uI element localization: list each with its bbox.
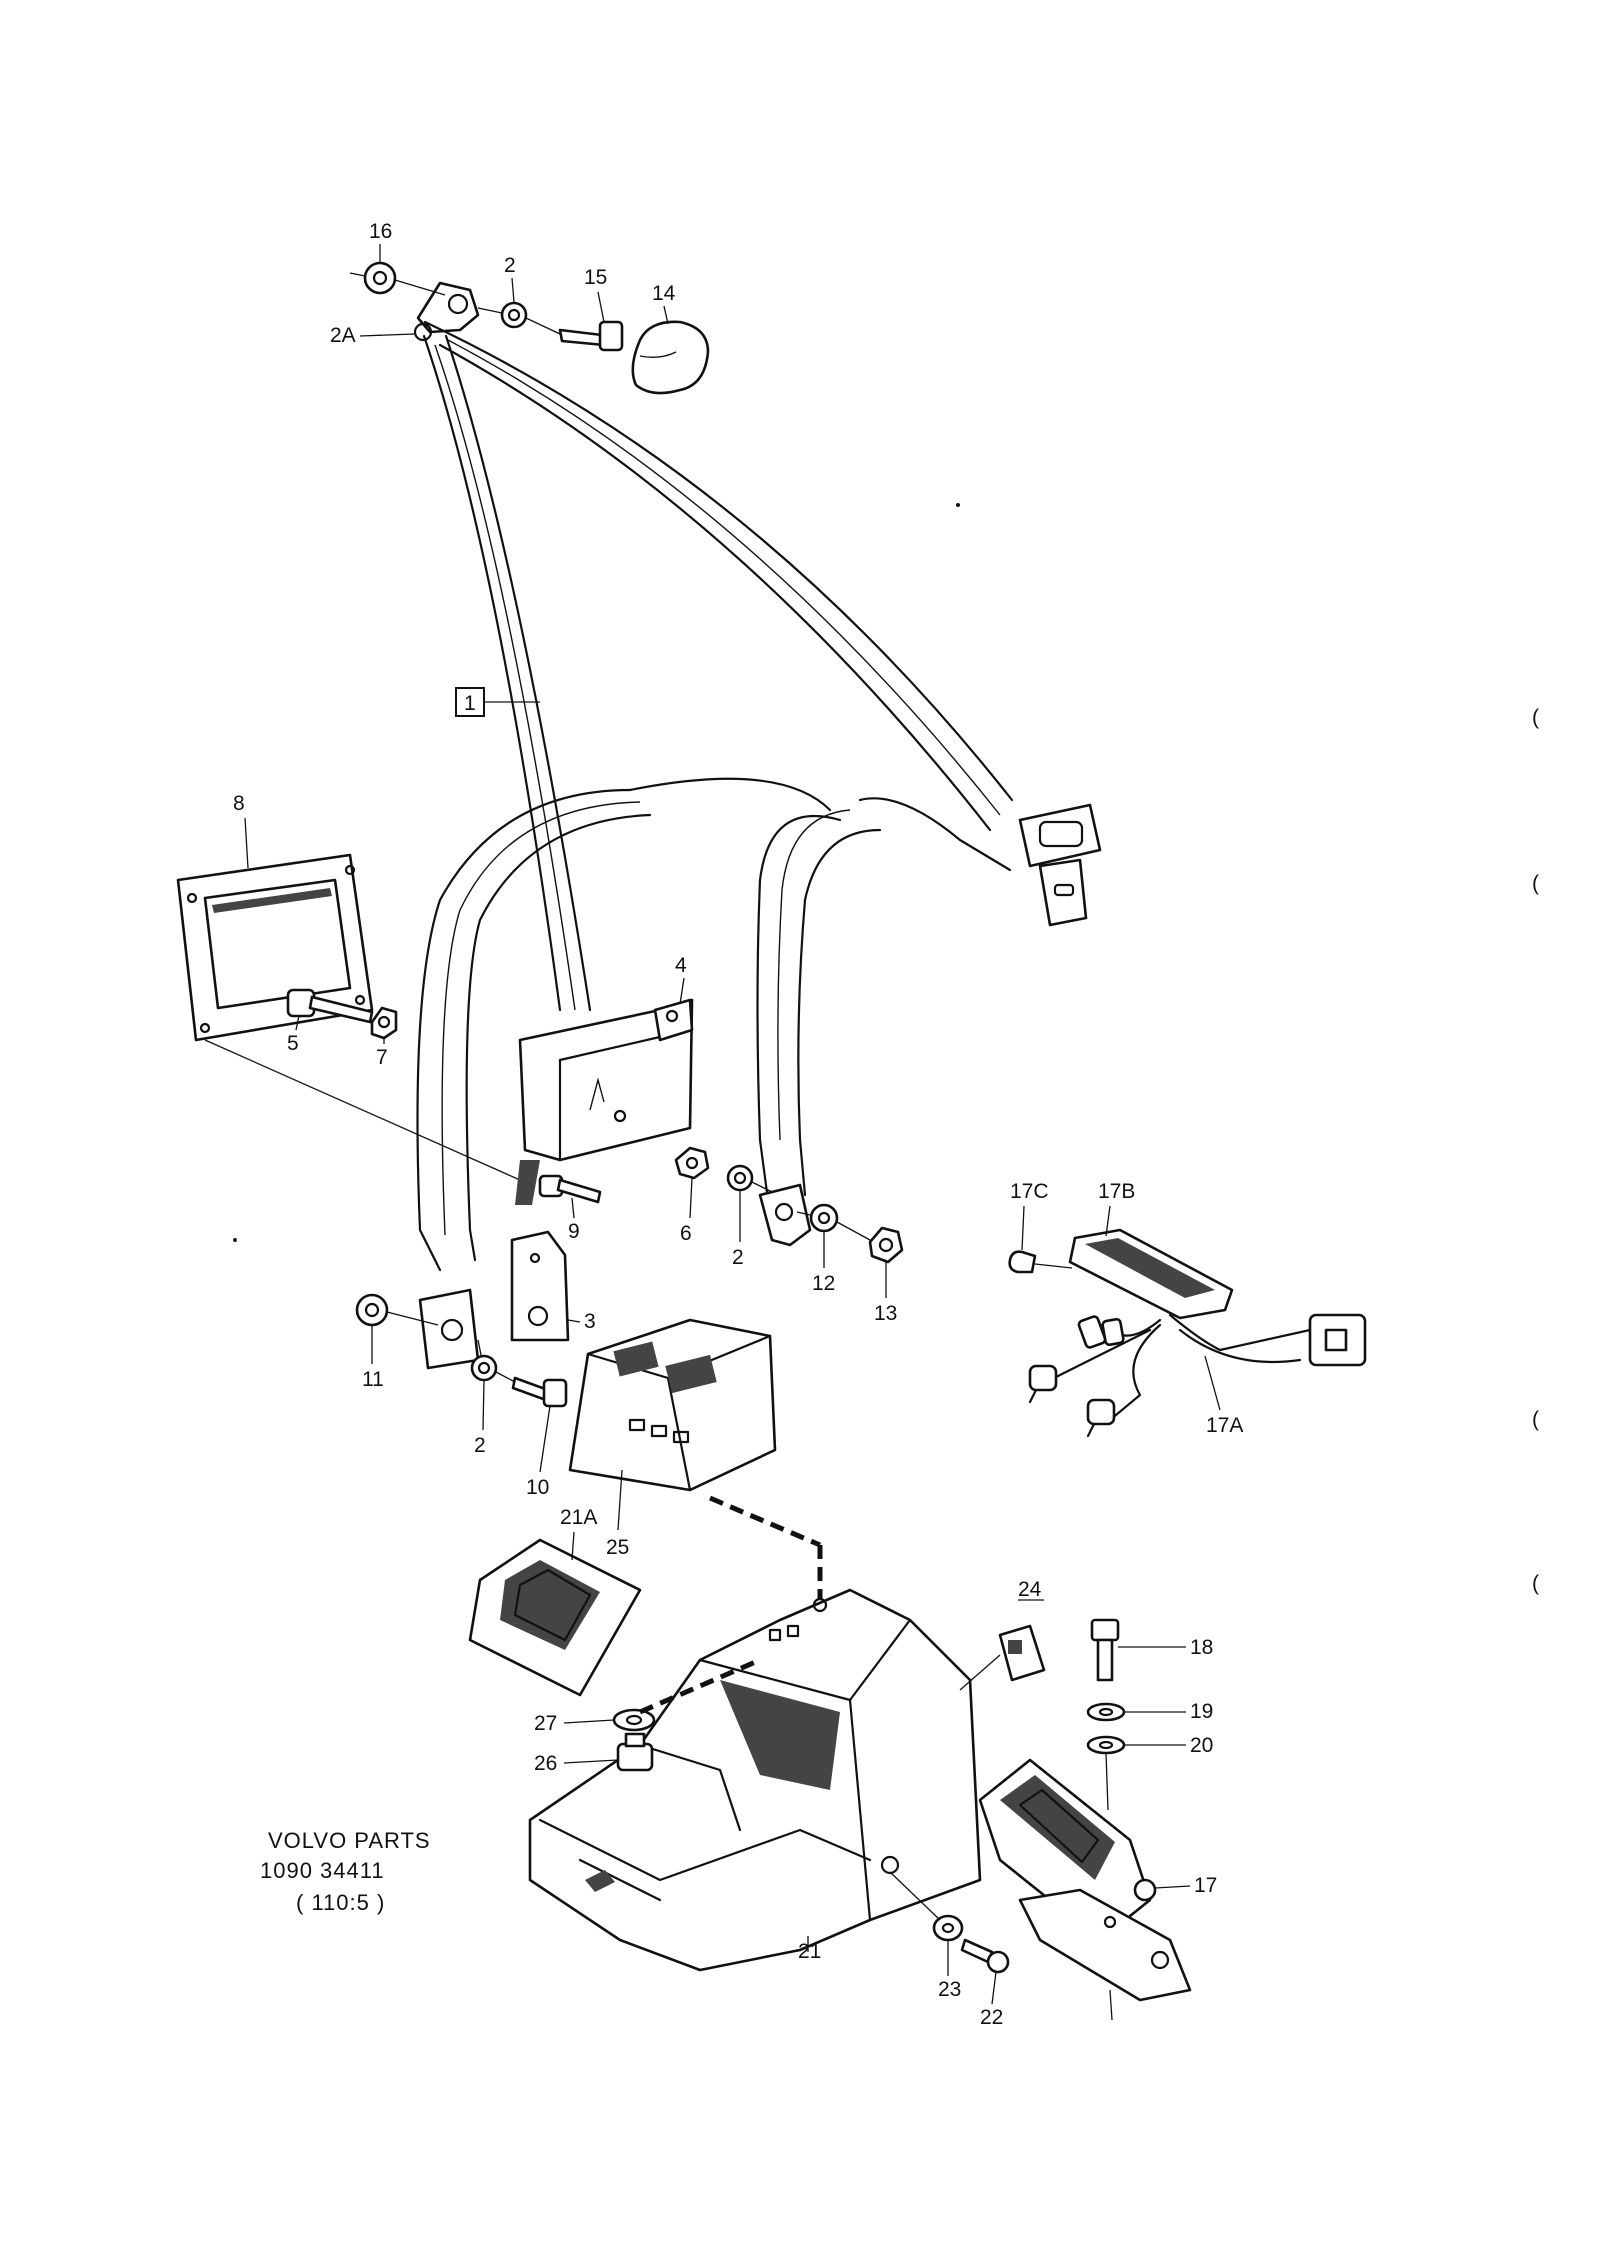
callout-9: 9 bbox=[568, 1220, 580, 1243]
washer-11 bbox=[355, 1293, 439, 1327]
callout-5: 5 bbox=[287, 1032, 299, 1055]
margin-mark: ( bbox=[1532, 1408, 1539, 1431]
lower-left-anchor bbox=[418, 1288, 483, 1370]
callout-19: 19 bbox=[1190, 1700, 1213, 1723]
callout-15: 15 bbox=[584, 266, 607, 289]
callout-2A: 2A bbox=[330, 324, 356, 347]
washer-12 bbox=[796, 1203, 839, 1233]
washer-2-top bbox=[477, 301, 528, 329]
caption-ref: ( 110:5 ) bbox=[296, 1890, 385, 1915]
callout-10: 10 bbox=[526, 1476, 549, 1499]
callout-16: 16 bbox=[369, 220, 392, 243]
screw-18 bbox=[1090, 1618, 1120, 1682]
callout-12: 12 bbox=[812, 1272, 835, 1295]
lower-right-anchor bbox=[758, 1183, 812, 1247]
callout-21: 21 bbox=[798, 1940, 821, 1963]
stray-dot bbox=[956, 503, 960, 507]
belt-webbing bbox=[416, 320, 1014, 1272]
callout-26: 26 bbox=[534, 1752, 557, 1775]
callout-14: 14 bbox=[652, 282, 676, 305]
callout-4: 4 bbox=[675, 954, 687, 977]
caption-brand: VOLVO PARTS bbox=[268, 1828, 431, 1853]
callout-17: 17 bbox=[1194, 1874, 1217, 1897]
nut-7 bbox=[370, 1006, 398, 1040]
wiring-harness-17A bbox=[1028, 1313, 1367, 1438]
callout-20: 20 bbox=[1190, 1734, 1213, 1757]
callout-21A: 21A bbox=[560, 1506, 597, 1529]
washer-19 bbox=[1086, 1702, 1126, 1722]
caption-number: 1090 34411 bbox=[260, 1858, 385, 1883]
callout-27: 27 bbox=[534, 1712, 557, 1735]
bolt-9 bbox=[538, 1174, 602, 1204]
callout-22: 22 bbox=[980, 2006, 1003, 2029]
callout-17B: 17B bbox=[1098, 1180, 1135, 1203]
callout-13: 13 bbox=[874, 1302, 897, 1325]
margin-mark: ( bbox=[1532, 872, 1539, 895]
washer-2-lower bbox=[470, 1354, 498, 1382]
callout-2: 2 bbox=[504, 254, 516, 277]
callout-6: 6 bbox=[680, 1222, 692, 1245]
callout-18: 18 bbox=[1190, 1636, 1213, 1659]
bolt-10 bbox=[495, 1371, 568, 1408]
bolt-15 bbox=[525, 317, 624, 352]
stray-dot bbox=[233, 1238, 237, 1242]
bulb-17C bbox=[1008, 1250, 1073, 1274]
callout-2-right: 2 bbox=[732, 1246, 744, 1269]
trim-frame-8 bbox=[176, 853, 374, 1042]
trim-insert-21A bbox=[468, 1538, 642, 1697]
callout-17A: 17A bbox=[1206, 1414, 1243, 1437]
nut-13 bbox=[836, 1221, 904, 1264]
callout-24: 24 bbox=[1018, 1578, 1042, 1601]
cover-cap-14 bbox=[631, 320, 710, 395]
part-number-caption: VOLVO PARTS 1090 34411 ( 110:5 ) bbox=[260, 1828, 431, 1915]
callout-25: 25 bbox=[606, 1536, 629, 1559]
callout-8: 8 bbox=[233, 792, 245, 815]
upper-anchor-bracket bbox=[413, 281, 480, 342]
buckle-cover-25 bbox=[568, 1318, 823, 1600]
callout-17C: 17C bbox=[1010, 1180, 1049, 1203]
nut-6 bbox=[674, 1146, 710, 1180]
margin-mark: ( bbox=[1532, 706, 1539, 729]
buckle-tongue bbox=[1018, 803, 1102, 927]
margin-mark: ( bbox=[1532, 1572, 1539, 1595]
callout-11: 11 bbox=[362, 1368, 384, 1391]
callout-7: 7 bbox=[376, 1046, 388, 1069]
callout-2-lower: 2 bbox=[474, 1434, 486, 1457]
washer-20 bbox=[1086, 1735, 1126, 1811]
retractor-housing-4 bbox=[515, 998, 694, 1205]
tunnel-console-21 bbox=[528, 1588, 982, 1972]
switch-24 bbox=[959, 1624, 1046, 1691]
seat-belt-buckle-17 bbox=[978, 1758, 1192, 2021]
lamp-17B bbox=[1068, 1228, 1234, 1320]
callout-1: 1 bbox=[464, 692, 476, 715]
bolt-26 bbox=[616, 1732, 654, 1772]
margin-marks: ( ( ( ( bbox=[1532, 706, 1539, 1595]
bolt-5 bbox=[204, 988, 521, 1181]
screw-22 bbox=[960, 1938, 1010, 1974]
callout-labels: 16 2 15 14 2A 1 8 4 5 7 9 6 2 12 13 3 11… bbox=[233, 220, 1243, 2029]
callout-3: 3 bbox=[584, 1310, 596, 1333]
callout-23: 23 bbox=[938, 1978, 961, 2001]
bracket-3 bbox=[510, 1230, 581, 1342]
washer-16 bbox=[349, 261, 446, 296]
callout-1-box bbox=[455, 687, 485, 717]
